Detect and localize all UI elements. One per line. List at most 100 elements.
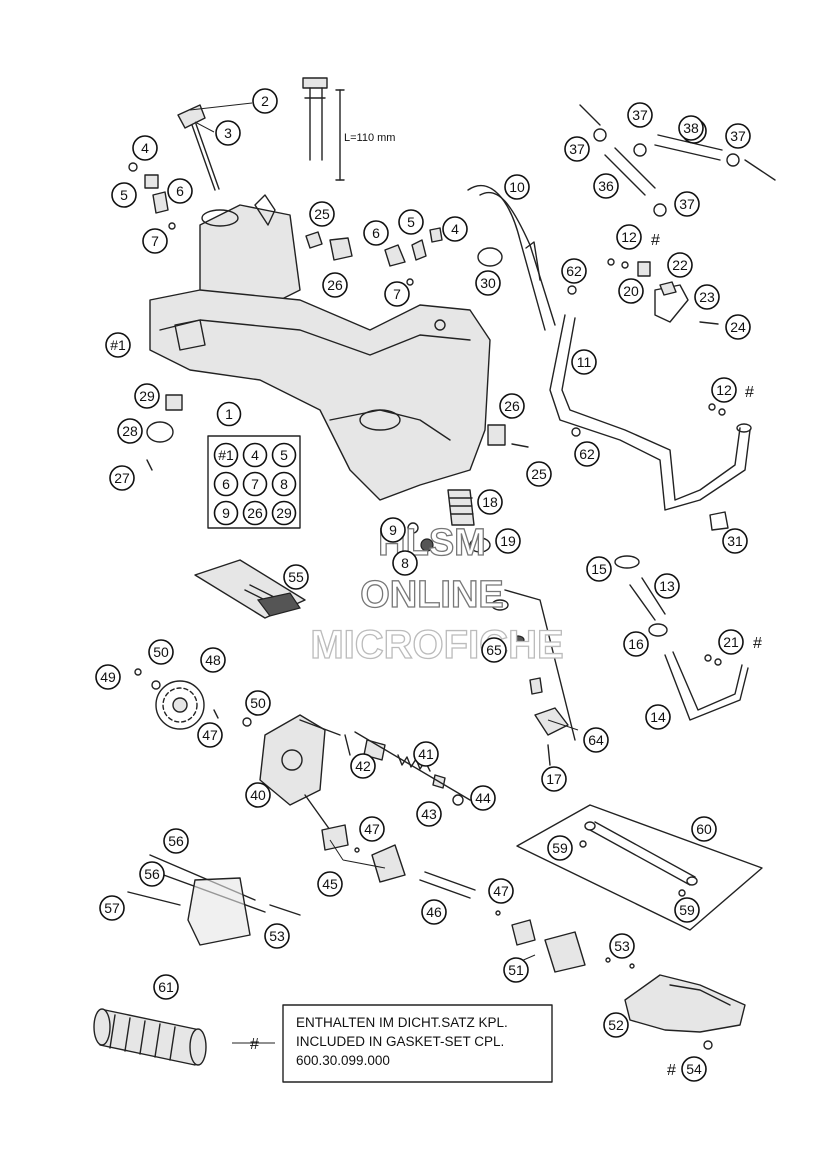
dipstick-length-label: L=110 mm — [344, 132, 395, 144]
callout-12-16-label: 12 — [716, 382, 732, 398]
callout-41-46: 41 — [413, 741, 439, 767]
callout-56-65: 56 — [163, 828, 189, 854]
gear-48 — [134, 668, 252, 730]
small-fittings-left — [128, 162, 446, 331]
oil-filter-61 — [93, 1008, 207, 1066]
dipstick-long — [302, 77, 345, 181]
callout-59-68: 59 — [547, 835, 573, 861]
callout-10-13-label: 10 — [509, 179, 525, 195]
callout-38-44: 38 — [678, 115, 704, 141]
callout-47-52: 47 — [359, 816, 385, 842]
hash-mark-layer: #### — [651, 232, 762, 1079]
set-item-6: 6 — [213, 471, 239, 497]
oil-tank-frame — [149, 194, 491, 501]
callout-21-25-label: 21 — [723, 634, 739, 650]
callout-40-45: 40 — [245, 782, 271, 808]
callout-59-69: 59 — [674, 897, 700, 923]
callout-12-15-label: 12 — [621, 229, 637, 245]
callout-41-46-label: 41 — [418, 746, 434, 762]
callout-56-65-label: 56 — [168, 833, 184, 849]
hose-10-11 — [467, 184, 752, 511]
callout-30-36-label: 30 — [480, 275, 496, 291]
callout-62-72: 62 — [561, 258, 587, 284]
callout-37-39: 37 — [627, 102, 653, 128]
callout-22-26: 22 — [667, 252, 693, 278]
callout-10-13: 10 — [504, 174, 530, 200]
callout-14-18-label: 14 — [650, 709, 666, 725]
callout-46-51-label: 46 — [426, 904, 442, 920]
set-item-7-label: 7 — [251, 476, 259, 492]
callout-hash-1-0: #1 — [105, 332, 131, 358]
callout-6-9-label: 6 — [372, 225, 380, 241]
grommets-mid — [146, 394, 529, 471]
callout-55-64-label: 55 — [288, 569, 304, 585]
callout-4-7: 4 — [442, 216, 468, 242]
callout-59-69-label: 59 — [679, 902, 695, 918]
callout-4-3-label: 4 — [141, 140, 149, 156]
set-item-hash-1: #1 — [213, 442, 239, 468]
callout-51-59: 51 — [503, 957, 529, 983]
tube-60-box — [516, 804, 763, 931]
set-item-26: 26 — [242, 500, 268, 526]
callout-56-66-label: 56 — [144, 866, 160, 882]
callout-59-68-label: 59 — [552, 840, 568, 856]
callout-28-34-label: 28 — [122, 423, 138, 439]
callout-55-64: 55 — [283, 564, 309, 590]
callout-24-28-label: 24 — [730, 319, 746, 335]
dipstick-cap — [177, 104, 220, 191]
callout-37-39-label: 37 — [632, 107, 648, 123]
callout-2-1-label: 2 — [261, 93, 269, 109]
callout-50-58: 50 — [245, 690, 271, 716]
callout-9-12-label: 9 — [389, 522, 397, 538]
callout-64-74-label: 64 — [588, 732, 604, 748]
callout-37-41-label: 37 — [730, 128, 746, 144]
callout-8-11-label: 8 — [401, 555, 409, 571]
callout-26-32: 26 — [499, 393, 525, 419]
pump-51-52 — [511, 919, 746, 1050]
oil-pump-40 — [259, 714, 351, 831]
callout-53-61-label: 53 — [269, 928, 285, 944]
callout-8-11: 8 — [392, 550, 418, 576]
callout-42-47-label: 42 — [355, 758, 371, 774]
callout-23-27-label: 23 — [699, 289, 715, 305]
callout-62-73-label: 62 — [579, 446, 595, 462]
callout-16-20: 16 — [623, 631, 649, 657]
callout-53-61: 53 — [264, 923, 290, 949]
callout-3-2-label: 3 — [224, 125, 232, 141]
callout-27-33-label: 27 — [114, 470, 130, 486]
callout-12-15: 12 — [616, 224, 642, 250]
callout-37-41: 37 — [725, 123, 751, 149]
callout-21-25: 21 — [718, 629, 744, 655]
callout-57-67: 57 — [99, 895, 125, 921]
strainer-18-19 — [407, 489, 491, 553]
callout-44-49: 44 — [470, 785, 496, 811]
callout-60-70-label: 60 — [696, 821, 712, 837]
callout-45-50-label: 45 — [322, 876, 338, 892]
callout-43-48: 43 — [416, 801, 442, 827]
callout-47-54-label: 47 — [493, 883, 509, 899]
callout-7-6: 7 — [142, 228, 168, 254]
watermark-line-3: MICROFICHE — [310, 623, 563, 667]
callout-37-40-label: 37 — [569, 141, 585, 157]
set-item-26-label: 26 — [247, 505, 263, 521]
callout-61-71-label: 61 — [158, 979, 174, 995]
callout-38-44-label: 38 — [683, 120, 699, 136]
callout-2-1: 2 — [252, 88, 278, 114]
callout-31-37-label: 31 — [727, 533, 743, 549]
callout-51-59-label: 51 — [508, 962, 524, 978]
callout-13-17-label: 13 — [659, 578, 675, 594]
watermark-line-2: ONLINE — [360, 574, 504, 616]
callout-9-12: 9 — [380, 517, 406, 543]
hash-mark-1: # — [745, 384, 754, 401]
note-hash-symbol: # — [250, 1036, 259, 1053]
callout-5-4-label: 5 — [120, 187, 128, 203]
callout-4-3: 4 — [132, 135, 158, 161]
set-title-callout: 1 — [216, 401, 242, 427]
callout-17-21-label: 17 — [546, 771, 562, 787]
callout-49-56: 49 — [95, 664, 121, 690]
callout-6-5-label: 6 — [176, 183, 184, 199]
hose-36-38 — [579, 104, 776, 217]
